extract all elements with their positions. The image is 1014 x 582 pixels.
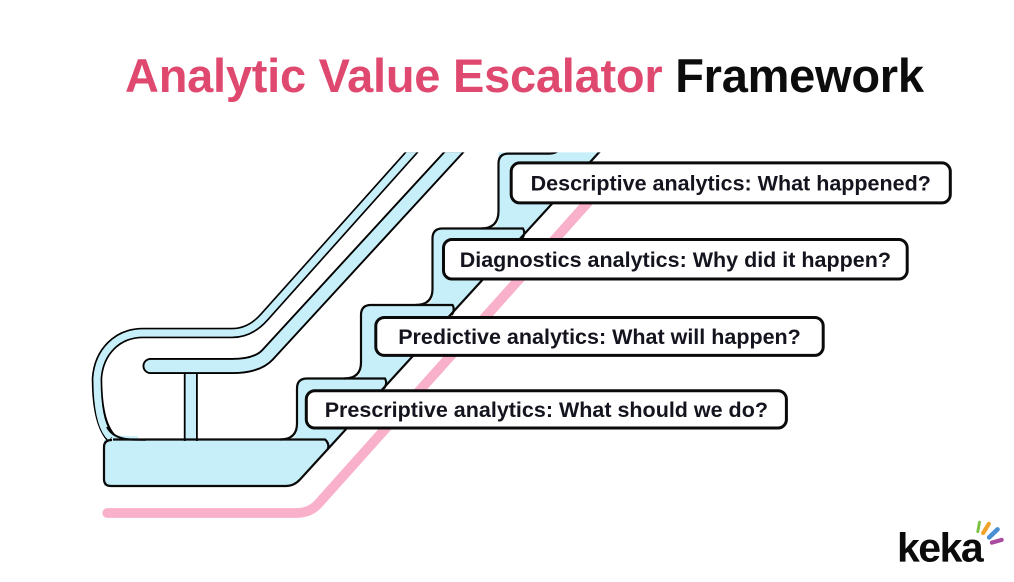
svg-text:keka: keka bbox=[897, 525, 985, 571]
svg-text:Diagnostics analytics: Why did: Diagnostics analytics: Why did it happen… bbox=[460, 248, 891, 272]
svg-text:Analytic Value Escalator Frame: Analytic Value Escalator Framework bbox=[125, 49, 925, 102]
svg-text:Prescriptive analytics: What s: Prescriptive analytics: What should we d… bbox=[325, 398, 768, 422]
svg-text:Descriptive analytics: What ha: Descriptive analytics: What happened? bbox=[531, 171, 931, 195]
svg-text:Predictive analytics: What wil: Predictive analytics: What will happen? bbox=[398, 325, 801, 349]
